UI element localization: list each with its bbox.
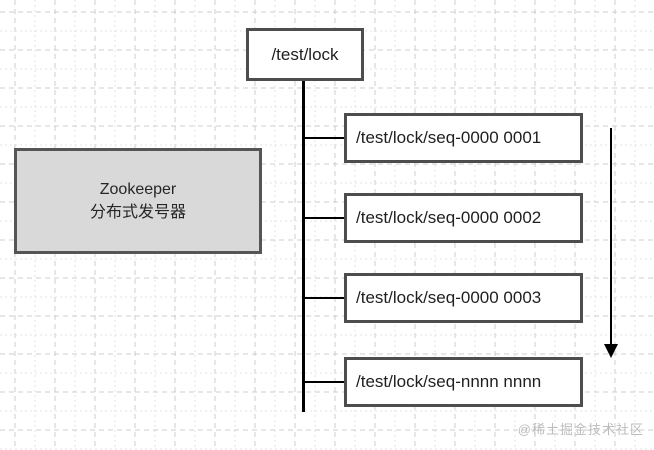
- order-arrow: [610, 128, 612, 346]
- connector-line: [304, 297, 345, 299]
- seq-node-3: /test/lock/seq-0000 0003: [344, 273, 583, 323]
- root-node: /test/lock: [246, 28, 364, 81]
- seq-node-label: /test/lock/seq-nnnn nnnn: [356, 372, 542, 391]
- arrow-down-icon: [604, 344, 618, 358]
- tree-trunk-line: [302, 81, 305, 412]
- seq-node-2: /test/lock/seq-0000 0002: [344, 193, 583, 243]
- seq-node-4: /test/lock/seq-nnnn nnnn: [344, 357, 583, 407]
- connector-line: [304, 137, 345, 139]
- seq-node-label: /test/lock/seq-0000 0003: [356, 288, 542, 307]
- connector-line: [304, 381, 345, 383]
- zookeeper-generator-box: Zookeeper 分布式发号器: [14, 148, 262, 254]
- seq-node-1: /test/lock/seq-0000 0001: [344, 113, 583, 163]
- generator-box-line1: Zookeeper: [99, 180, 177, 198]
- watermark: @稀土掘金技术社区: [517, 422, 644, 437]
- generator-box-line2: 分布式发号器: [89, 204, 186, 221]
- root-node-label: /test/lock: [271, 44, 339, 64]
- connector-line: [304, 217, 345, 219]
- seq-node-label: /test/lock/seq-0000 0001: [356, 128, 542, 147]
- seq-node-label: /test/lock/seq-0000 0002: [356, 208, 542, 227]
